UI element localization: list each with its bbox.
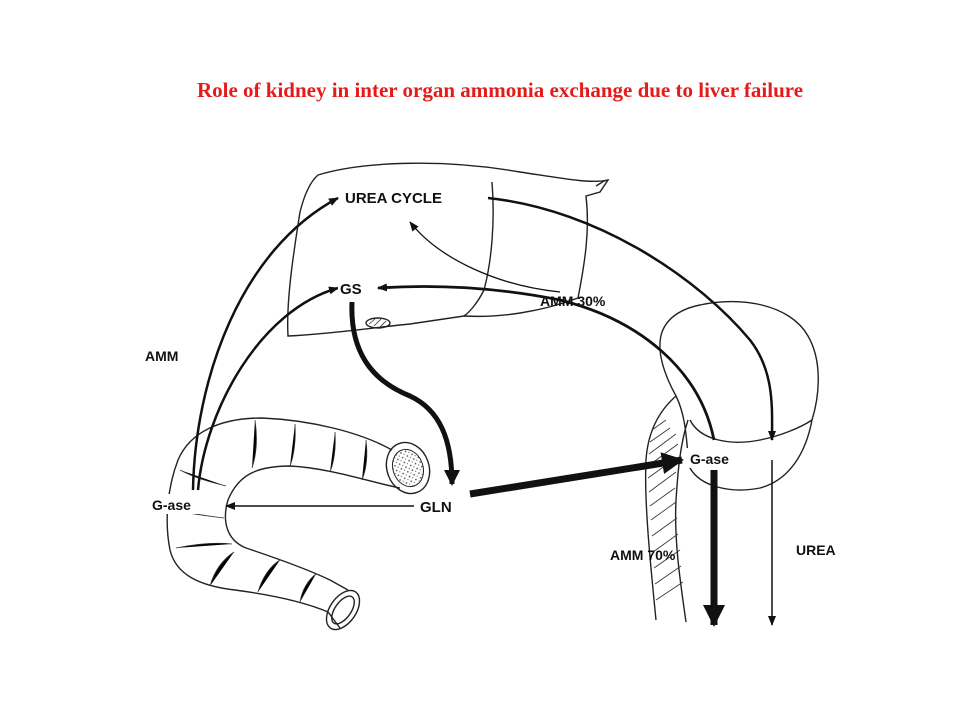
intestine-folds <box>171 419 368 603</box>
arrow-return-to-urea-cycle <box>409 221 561 293</box>
label-gln: GLN <box>420 499 452 516</box>
arrow-gase-to-urea-cycle <box>191 196 339 491</box>
arrow-gs-to-gln <box>349 301 460 486</box>
intestine <box>166 417 431 631</box>
pathway-arrows <box>191 196 777 627</box>
arrow-gase-to-gs <box>196 286 339 491</box>
liver <box>287 162 610 337</box>
label-gs: GS <box>340 281 362 298</box>
arrow-kidney-to-gs <box>377 283 716 441</box>
label-amm-70: AMM 70% <box>610 547 676 563</box>
label-gase-intestine: G-ase <box>152 497 191 513</box>
label-gase-kidney: G-ase <box>690 451 729 467</box>
arrow-urea-cycle-to-urea <box>487 196 777 441</box>
label-amm-30: AMM 30% <box>540 293 606 309</box>
label-amm: AMM <box>145 348 178 364</box>
arrow-gln-to-kidney <box>469 452 684 498</box>
label-urea-cycle: UREA CYCLE <box>345 190 442 207</box>
diagram-title: Role of kidney in inter organ ammonia ex… <box>196 78 804 102</box>
label-urea: UREA <box>796 542 836 558</box>
kidney-hilum-hatching <box>647 419 684 601</box>
